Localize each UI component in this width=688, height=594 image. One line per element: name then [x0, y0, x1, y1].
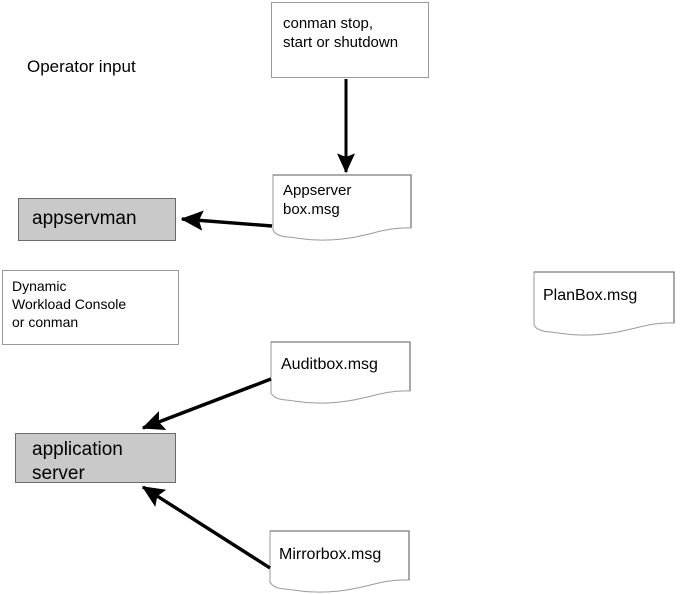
node-auditbox-msg[interactable]: Auditbox.msg [270, 341, 411, 405]
edge-auditbox-to-appserver [141, 377, 272, 430]
node-application-server-label: application server [32, 439, 123, 485]
document-shape [270, 341, 411, 404]
edge-mirrorbox-to-appserver [141, 485, 271, 570]
node-appservman-label: appservman [32, 208, 137, 229]
node-planbox-msg[interactable]: PlanBox.msg [533, 271, 675, 337]
node-appserver-box-msg[interactable]: Appserver box.msg [272, 174, 412, 242]
document-shape [269, 530, 410, 593]
node-mirrorbox-msg-label: Mirrorbox.msg [279, 546, 382, 563]
edge-appserverbox-to-appservman [180, 210, 273, 231]
node-appservman[interactable]: appservman [18, 198, 176, 241]
node-appserver-box-msg-label: Appserver box.msg [283, 182, 352, 219]
node-auditbox-msg-label: Auditbox.msg [281, 356, 378, 373]
node-application-server[interactable]: application server [15, 433, 176, 484]
document-shape [533, 271, 675, 336]
node-dynamic-workload-console[interactable]: Dynamic Workload Console or conman [2, 270, 179, 345]
node-planbox-msg-label: PlanBox.msg [543, 287, 638, 304]
document-shape [272, 174, 412, 241]
node-dynamic-workload-console-label: Dynamic Workload Console or conman [12, 278, 127, 330]
node-conman-command[interactable]: conman stop, start or shutdown [271, 2, 429, 78]
node-conman-command-label: conman stop, start or shutdown [283, 15, 399, 52]
node-mirrorbox-msg[interactable]: Mirrorbox.msg [269, 530, 410, 594]
operator-input-label: Operator input [27, 57, 136, 76]
